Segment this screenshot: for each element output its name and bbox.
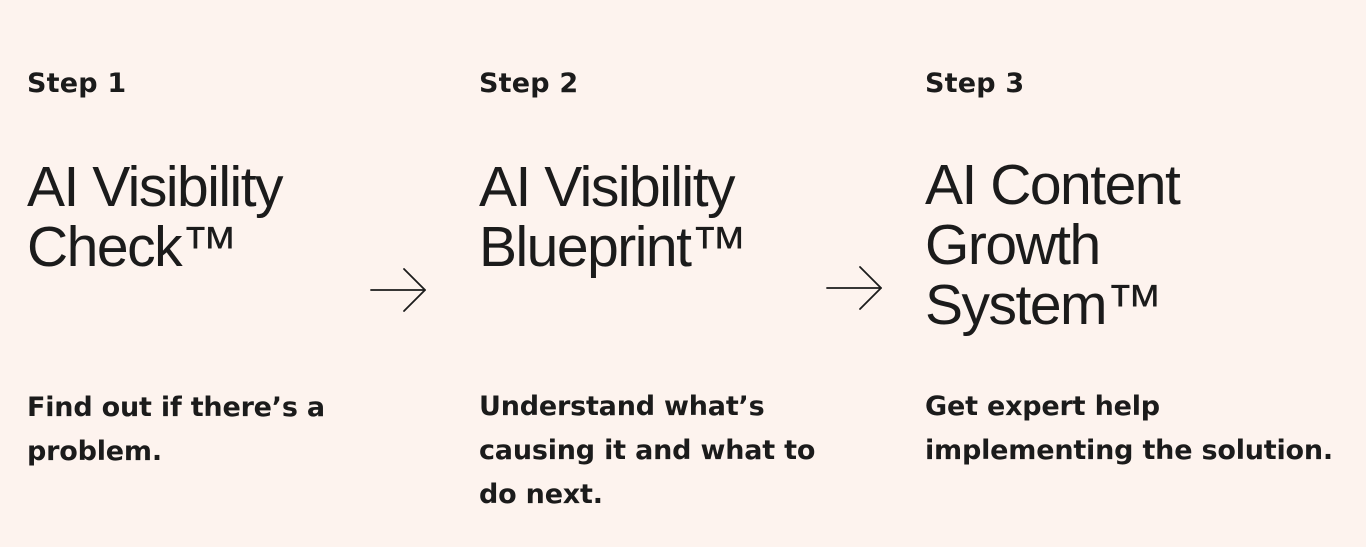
step-1-label: Step 1 (27, 68, 127, 99)
step-2-title-line-2: Blueprint™ (479, 215, 747, 279)
step-1-title-line-1: AI Visibility (27, 155, 284, 219)
step-1-title-line-2: Check™ (27, 215, 238, 279)
step-2-title-line-1: AI Visibility (479, 155, 736, 219)
step-2-description: Understand what’s causing it and what to… (479, 385, 815, 517)
arrow-right-icon (826, 266, 882, 310)
step-1-description-line-1: Find out if there’s a (27, 392, 325, 423)
step-3-description-line-1: Get expert help (925, 391, 1160, 422)
step-3-title-line-1: AI Content (925, 153, 1181, 217)
arrow-right-icon (370, 268, 426, 312)
step-1-description: Find out if there’s a problem. (27, 386, 325, 474)
step-2-label: Step 2 (479, 68, 579, 99)
step-3-label: Step 3 (925, 68, 1025, 99)
step-2-description-line-1: Understand what’s (479, 391, 765, 422)
step-2-description-line-3: do next. (479, 479, 603, 510)
step-2-title: AI Visibility Blueprint™ (479, 155, 747, 279)
step-3-title: AI Content Growth System™ (925, 153, 1181, 337)
step-1-title: AI Visibility Check™ (27, 155, 284, 279)
step-3-description-line-2: implementing the solution. (925, 435, 1333, 466)
step-3-description: Get expert help implementing the solutio… (925, 385, 1333, 473)
step-3-title-line-3: System™ (925, 273, 1163, 337)
step-2-description-line-2: causing it and what to (479, 435, 816, 466)
step-3-title-line-2: Growth (925, 213, 1101, 277)
step-1-description-line-2: problem. (27, 436, 162, 467)
